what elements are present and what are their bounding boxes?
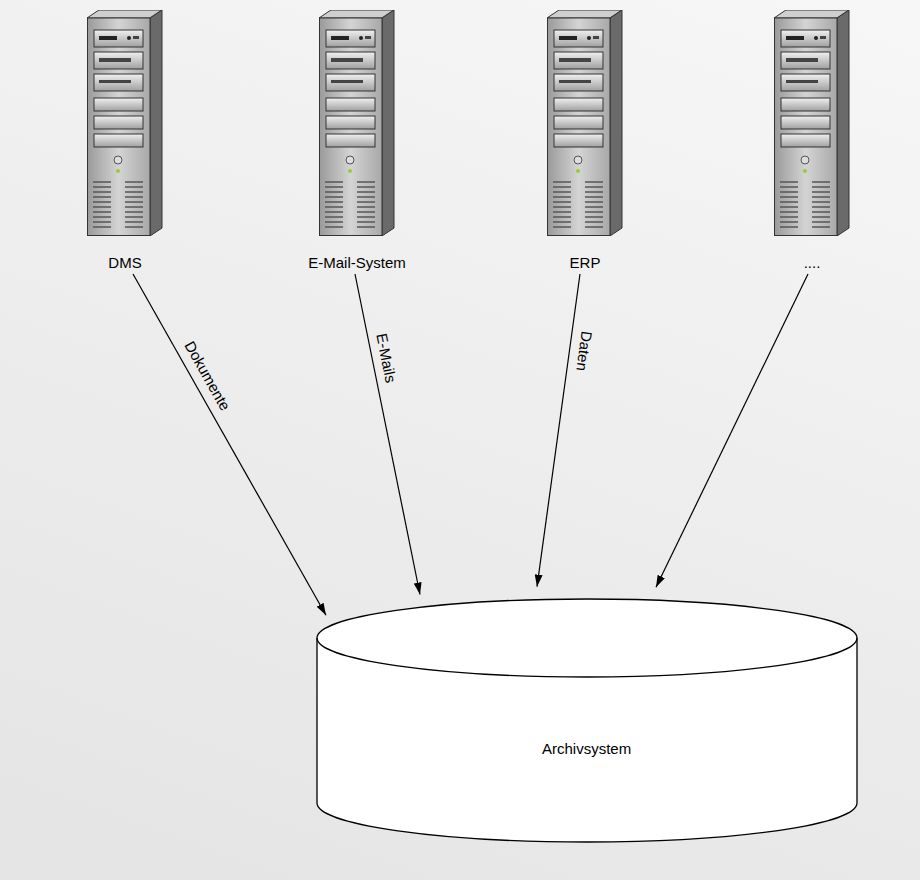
server-label: DMS xyxy=(83,254,167,272)
edge-label: Daten xyxy=(572,330,595,372)
archive-cylinder: Archivsystem xyxy=(316,598,858,843)
server-node: DMS xyxy=(83,10,167,272)
server-tower-icon xyxy=(87,10,163,236)
server-label: .... xyxy=(770,254,854,272)
archive-label: Archivsystem xyxy=(542,740,631,757)
data-flow-arrow xyxy=(656,274,808,587)
data-flow-arrow xyxy=(355,274,420,594)
server-label: E-Mail-System xyxy=(304,254,410,272)
server-tower-icon xyxy=(774,10,850,236)
server-node: .... xyxy=(770,10,854,272)
data-flow-arrow xyxy=(537,274,580,587)
server-tower-icon xyxy=(547,10,623,236)
edge-label: Dokumente xyxy=(181,338,234,414)
server-node: ERP xyxy=(543,10,627,272)
edge-label: E-Mails xyxy=(372,332,400,385)
cylinder-outline xyxy=(316,598,858,843)
server-node: E-Mail-System xyxy=(304,10,410,272)
server-label: ERP xyxy=(543,254,627,272)
server-tower-icon xyxy=(319,10,395,236)
data-flow-arrow xyxy=(133,274,326,615)
